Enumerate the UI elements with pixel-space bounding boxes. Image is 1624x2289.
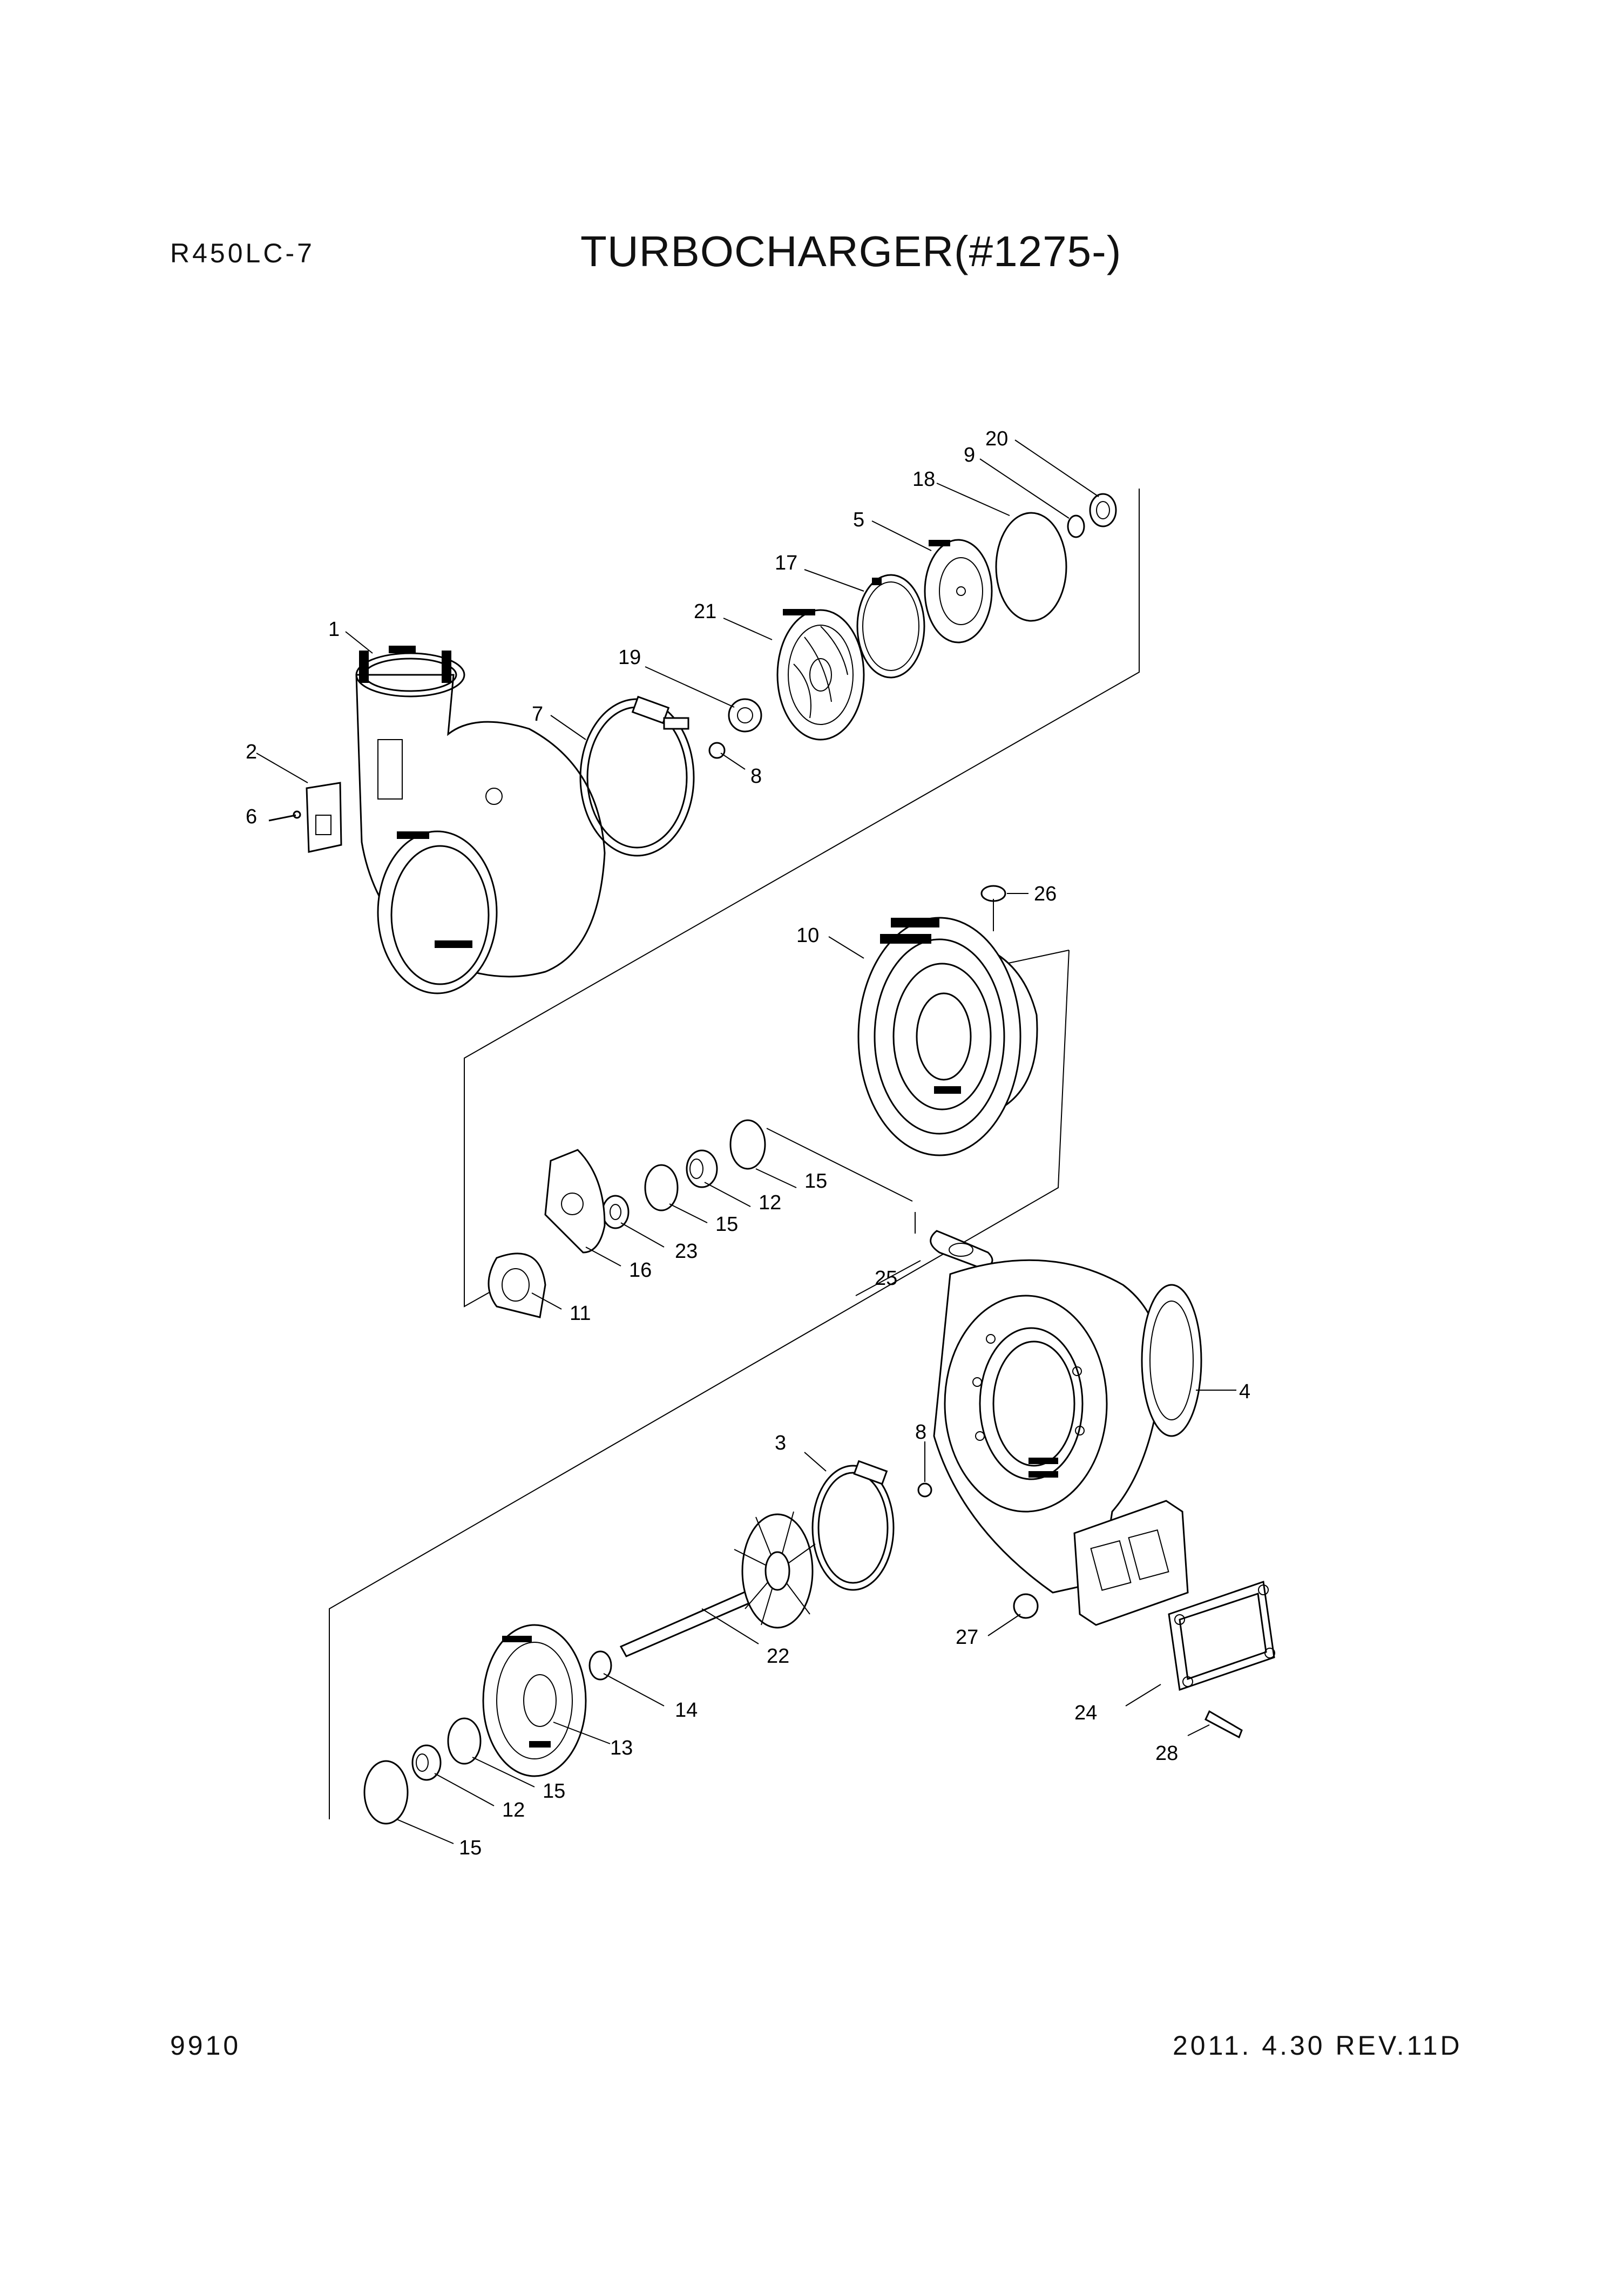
callout-4: 4 [1239,1380,1250,1403]
callout-10: 10 [796,924,819,947]
callout-23: 23 [675,1240,698,1263]
callout-7: 7 [532,703,543,726]
nameplate [268,782,342,853]
nut-8-upper [708,742,726,759]
callout-12b: 12 [502,1799,525,1821]
callout-2: 2 [246,741,257,763]
callout-8-lower: 8 [915,1421,926,1444]
v-band-clamp-lower [811,1460,895,1591]
callout-27: 27 [956,1626,978,1649]
v-band-clamp-upper [579,695,695,857]
bearing-housing [857,917,1038,1156]
snap-ring-15c [447,1717,482,1765]
snap-ring-17 [856,574,925,679]
callout-15d: 15 [459,1837,482,1859]
callout-24: 24 [1074,1702,1097,1724]
callout-15c: 15 [543,1780,565,1803]
lock-nut-19 [728,698,762,733]
stud-28 [1205,1710,1243,1739]
callout-18: 18 [912,468,935,491]
seal-ring-14 [588,1650,612,1681]
washer-9 [1067,514,1085,538]
callout-15b: 15 [715,1213,738,1236]
frame-upper [464,489,1140,1308]
heat-shield-13 [482,1624,587,1777]
snap-ring-15b [644,1164,679,1211]
callout-8-upper: 8 [750,765,762,788]
revision-date: 2011. 4.30 REV.11D [1173,2030,1463,2061]
turbine-housing [933,1259,1202,1626]
callout-16: 16 [629,1259,652,1282]
frame-middle [329,950,1070,1819]
callout-3: 3 [775,1432,786,1454]
callout-25: 25 [875,1267,897,1290]
oil-gasket-25 [930,1230,993,1270]
callout-20: 20 [985,428,1008,450]
callout-1: 1 [328,618,340,641]
thrust-bearing-16 [544,1149,606,1254]
callout-13: 13 [610,1737,633,1759]
nut-8-lower [917,1482,932,1498]
callout-28: 28 [1155,1742,1178,1765]
callout-22: 22 [767,1645,789,1668]
snap-ring-15d [363,1760,409,1825]
leader-lines [256,439,1236,1844]
bearing-12b [411,1744,442,1781]
callout-12a: 12 [759,1191,781,1214]
washer-26 [980,885,1006,902]
callout-21: 21 [694,600,716,623]
callout-15a: 15 [804,1170,827,1193]
bearing-12a [686,1149,718,1188]
callout-6: 6 [246,805,257,828]
compressor-wheel [776,609,865,741]
callout-26: 26 [1034,883,1057,905]
compressor-housing [355,646,606,994]
callout-11: 11 [570,1302,591,1325]
callout-5: 5 [853,509,864,531]
compressor-insert [924,539,993,644]
oil-deflector-11 [488,1252,546,1318]
page-number: 9910 [170,2030,241,2061]
page-title: TURBOCHARGER(#1275-) [580,227,1122,275]
exhaust-gasket-24 [1168,1580,1275,1691]
callout-14: 14 [675,1699,698,1722]
o-ring-18 [995,512,1067,622]
snap-ring-15a [729,1119,766,1170]
plug-20 [1089,493,1117,527]
callout-labels: 1 2 6 7 19 8 21 17 5 18 9 20 26 10 15 12… [246,428,1250,1859]
callout-17: 17 [775,552,797,574]
callout-19: 19 [618,646,641,669]
nut-27 [1013,1593,1039,1619]
model-code: R450LC-7 [170,238,315,268]
callout-9: 9 [964,444,975,466]
thrust-ring-23 [601,1195,630,1229]
turbine-shaft-wheel [619,1511,816,1657]
